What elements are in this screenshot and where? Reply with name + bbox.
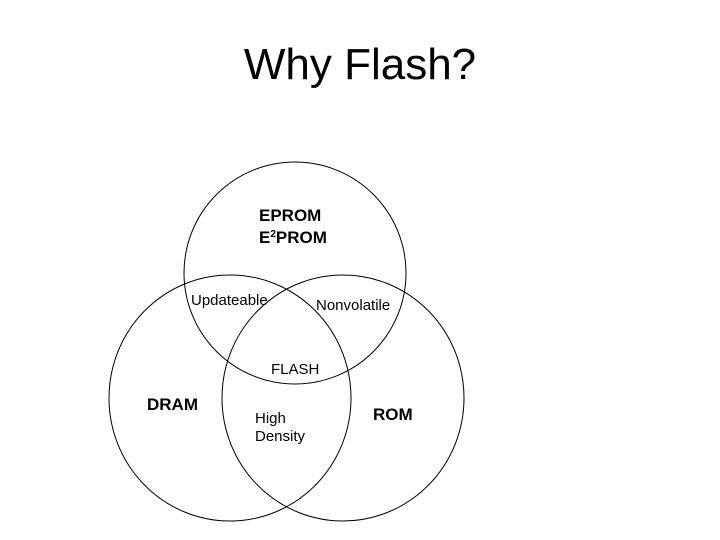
e2prom-label: E2PROM <box>259 228 327 248</box>
eprom-label-line1: EPROM <box>259 206 322 225</box>
circle-eprom <box>183 161 407 385</box>
updateable-label: Updateable <box>191 292 268 309</box>
circle-dram <box>108 274 352 522</box>
nonvolatile-label: Nonvolatile <box>316 297 391 314</box>
dram-label: DRAM <box>147 395 198 414</box>
rom-label: ROM <box>373 405 413 424</box>
e2prom-suffix: PROM <box>275 228 327 247</box>
circle-rom <box>221 274 465 522</box>
eprom-label: EPROM <box>259 206 321 226</box>
slide-title: Why Flash? <box>243 40 477 89</box>
e2prom-sup: 2 <box>270 229 276 240</box>
flash-label: FLASH <box>271 361 320 378</box>
e2prom-prefix: E <box>259 228 271 247</box>
high-label: High <box>255 410 286 427</box>
high-density-label: High Density <box>255 410 305 446</box>
density-label: Density <box>255 428 306 445</box>
